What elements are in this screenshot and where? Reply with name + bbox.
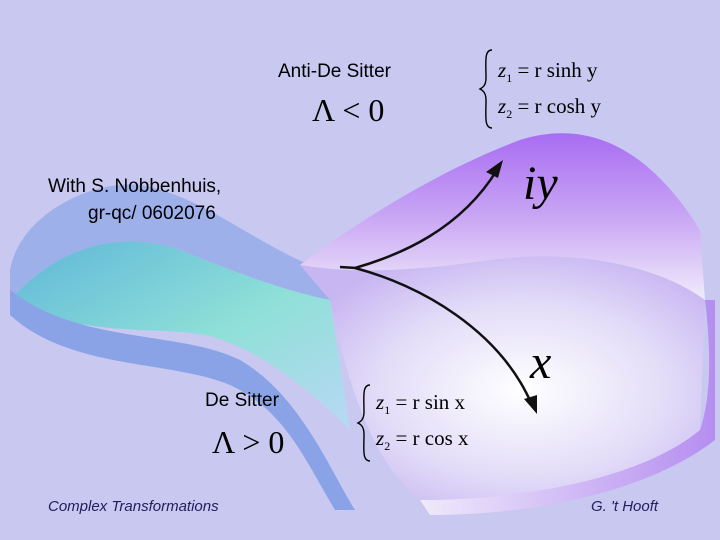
credit-line-1: With S. Nobbenhuis, bbox=[48, 176, 222, 197]
ds-eq-1: z1 = r sin x bbox=[376, 390, 466, 418]
ads-eq-2: z2 = r cosh y bbox=[498, 94, 602, 122]
ds-equations: z1 = r sin x z2 = r cos x bbox=[376, 390, 469, 454]
surface-center bbox=[300, 256, 705, 500]
surface-left-wing bbox=[10, 241, 350, 430]
anti-de-sitter-label: Anti-De Sitter bbox=[278, 61, 391, 82]
footer-right: G. 't Hooft bbox=[591, 498, 659, 515]
axis-x-label: x bbox=[530, 336, 552, 389]
arrow-iy bbox=[354, 169, 499, 270]
ds-eq-2-rhs: = r cos x bbox=[395, 426, 469, 451]
ads-brace bbox=[478, 48, 494, 135]
surface-front-band bbox=[10, 290, 355, 510]
footer-left: Complex Transformations bbox=[48, 498, 219, 515]
surface-top-ridge bbox=[300, 133, 705, 300]
ads-eq-1: z1 = r sinh y bbox=[498, 58, 598, 86]
ads-eq-2-rhs: = r cosh y bbox=[517, 94, 602, 119]
ads-eq-1-rhs: = r sinh y bbox=[517, 58, 598, 82]
credit-line-2: gr-qc/ 0602076 bbox=[88, 203, 216, 224]
ds-eq-1-rhs: = r sin x bbox=[395, 390, 466, 414]
surface-left-band bbox=[10, 184, 330, 300]
axis-iy-label: iy bbox=[523, 157, 558, 210]
ads-equations: z1 = r sinh y z2 = r cosh y bbox=[498, 58, 601, 122]
arrows bbox=[339, 169, 534, 406]
arrow-tail bbox=[339, 265, 357, 270]
de-sitter-label: De Sitter bbox=[205, 390, 279, 411]
arrow-iy-head bbox=[486, 160, 503, 178]
arrow-x-head bbox=[524, 395, 537, 414]
ds-brace bbox=[356, 383, 372, 468]
lambda-positive: Λ > 0 bbox=[212, 424, 285, 460]
arrow-x bbox=[354, 266, 534, 406]
ds-eq-2: z2 = r cos x bbox=[376, 426, 469, 454]
lambda-negative: Λ < 0 bbox=[312, 92, 385, 128]
